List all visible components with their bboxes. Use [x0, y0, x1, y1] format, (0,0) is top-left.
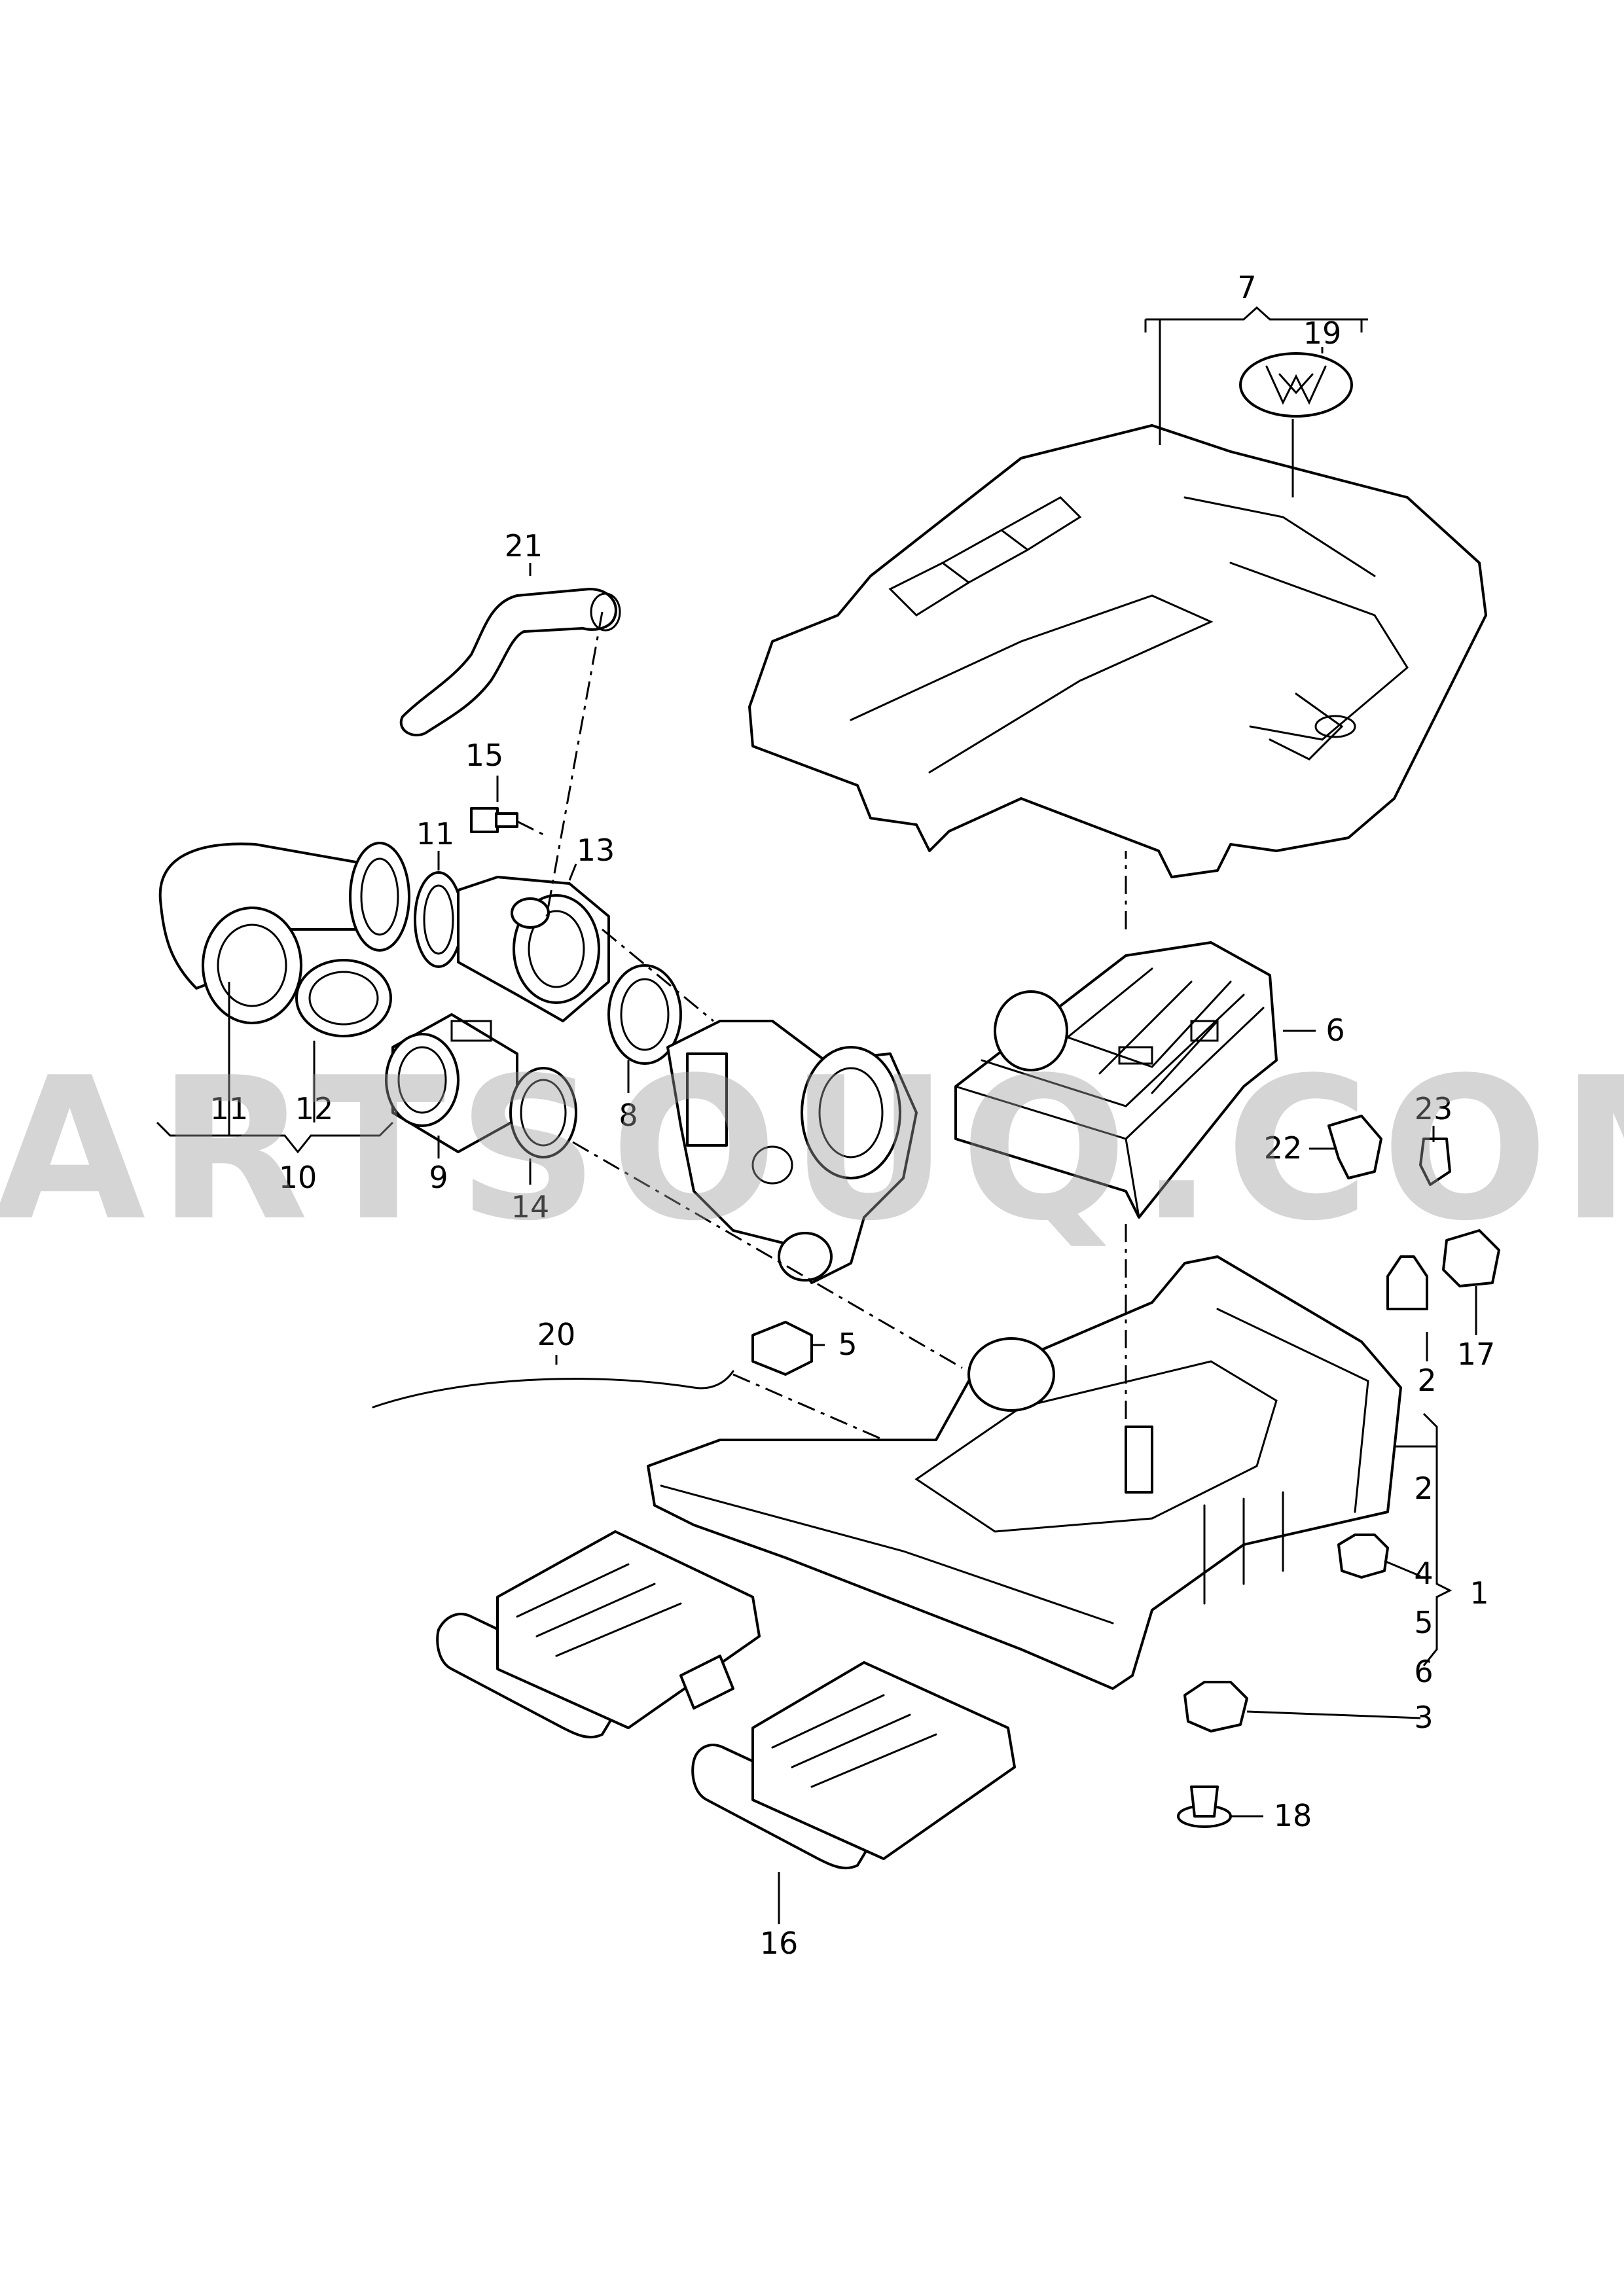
clip-23 — [1419, 1138, 1451, 1186]
screw-18 — [1177, 1785, 1232, 1828]
callout-13: 13 — [577, 833, 615, 868]
callout-12: 12 — [295, 1091, 334, 1126]
callout-17: 17 — [1457, 1336, 1496, 1372]
watermark: PARTSOUQ.COM — [0, 1035, 1624, 1264]
callout-22: 22 — [1264, 1130, 1303, 1166]
callout-16: 16 — [760, 1926, 799, 1961]
leader-lines — [156, 306, 1477, 1924]
turbocharger — [666, 1020, 918, 1284]
cable — [372, 1370, 734, 1408]
rubber-mount-4 — [1337, 1534, 1389, 1579]
grommet-17 — [1442, 1229, 1500, 1287]
callout-7: 7 — [1237, 270, 1256, 305]
intake-connection — [457, 876, 610, 1022]
callout-6: 6 — [1326, 1013, 1344, 1048]
callout-21: 21 — [505, 528, 543, 564]
rubber-mount-3 — [1183, 1681, 1248, 1732]
callout-5-sensor: 5 — [838, 1327, 857, 1362]
callout-2-grommet: 2 — [1417, 1363, 1436, 1398]
bracket-22 — [1327, 1115, 1382, 1179]
grommet-2 — [1386, 1255, 1428, 1310]
callout-14: 14 — [511, 1189, 550, 1225]
callout-11-bottom: 11 — [210, 1091, 249, 1126]
air-filter-lower-housing — [647, 1255, 1402, 1690]
callout-15: 15 — [465, 738, 504, 773]
engine-cover — [748, 424, 1487, 878]
hose-clamp-11 — [414, 871, 463, 968]
callout-6-list: 6 — [1414, 1654, 1433, 1689]
bolt-15 — [470, 807, 518, 833]
callout-labels: 7 19 21 15 11 13 6 11 12 10 8 9 14 22 23… — [210, 270, 1496, 1961]
callout-5-list: 5 — [1414, 1605, 1433, 1640]
callout-9: 9 — [429, 1160, 448, 1195]
callout-11-top: 11 — [416, 816, 455, 852]
air-filter-element — [954, 941, 1278, 1219]
callout-8: 8 — [619, 1098, 638, 1133]
vw-emblem — [1239, 352, 1353, 418]
alignment-lines — [516, 611, 1127, 1441]
callout-19: 19 — [1303, 315, 1342, 351]
callout-10: 10 — [279, 1160, 317, 1195]
callout-18: 18 — [1274, 1798, 1312, 1833]
callout-23: 23 — [1415, 1091, 1453, 1126]
intake-hose — [158, 842, 410, 1024]
air-intake-duct — [436, 1530, 1016, 1870]
callout-2-list: 2 — [1414, 1471, 1433, 1506]
callout-20: 20 — [537, 1317, 576, 1352]
air-mass-meter — [385, 1013, 518, 1153]
vent-hose — [399, 588, 621, 737]
callout-1: 1 — [1470, 1575, 1489, 1611]
pressure-sensor — [751, 1321, 813, 1376]
callout-3: 3 — [1414, 1700, 1433, 1735]
callout-4: 4 — [1414, 1556, 1433, 1591]
